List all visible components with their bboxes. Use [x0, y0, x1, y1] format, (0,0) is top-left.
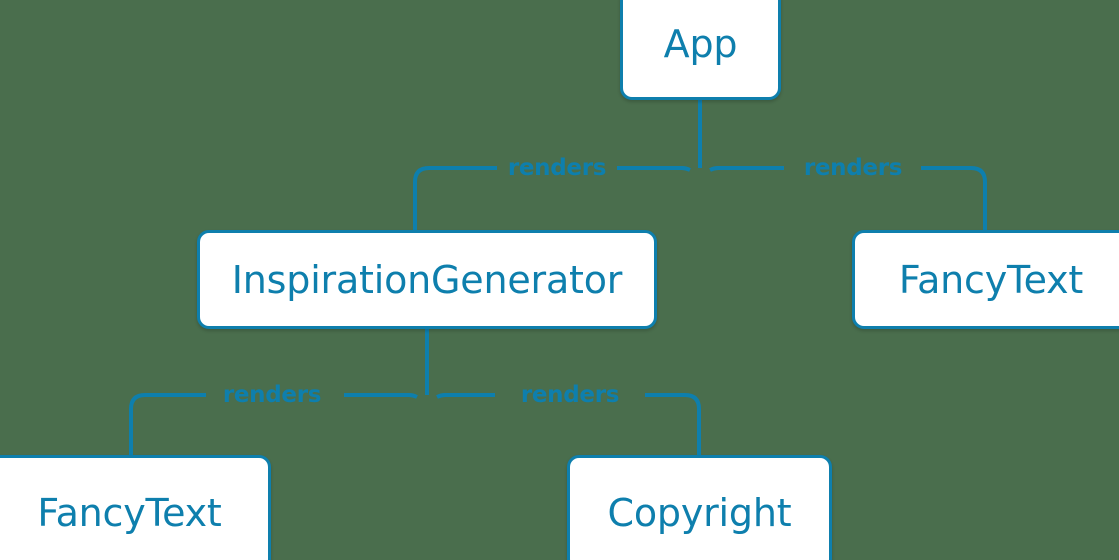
node-inspiration-generator[interactable]: InspirationGenerator: [197, 230, 657, 329]
node-fancytext-right-label: FancyText: [898, 257, 1084, 302]
node-app[interactable]: App: [620, 0, 781, 100]
edge-label-app-to-fancytext-right: renders: [803, 155, 903, 181]
edge-app-to-inspiration-generator-left: [617, 166, 691, 172]
edge-inspiration-to-fancytext-left: [344, 393, 418, 399]
edge-app-to-fancytext-right-left: [709, 166, 784, 172]
node-app-label: App: [663, 22, 738, 66]
edge-inspiration-to-copyright-right: [645, 393, 701, 455]
edge-inspiration-to-copyright-left: [436, 393, 495, 399]
edge-label-inspiration-generator-to-fancytext: renders: [222, 382, 322, 408]
edge-app-to-inspiration-generator-right: [413, 166, 497, 230]
edge-label-app-to-inspiration-generator: renders: [507, 155, 607, 181]
node-fancytext-right[interactable]: FancyText: [852, 230, 1119, 329]
node-copyright-label: Copyright: [607, 491, 792, 535]
node-copyright[interactable]: Copyright: [567, 455, 832, 560]
node-inspiration-generator-label: InspirationGenerator: [231, 257, 623, 302]
node-fancytext-bottom-left[interactable]: FancyText: [0, 455, 271, 560]
edge-app-to-fancytext-right-right: [921, 166, 987, 230]
node-fancytext-bottom-left-label: FancyText: [37, 491, 222, 535]
edge-label-inspiration-generator-to-copyright: renders: [520, 382, 620, 408]
edge-inspiration-to-fancytext-right: [129, 393, 206, 455]
